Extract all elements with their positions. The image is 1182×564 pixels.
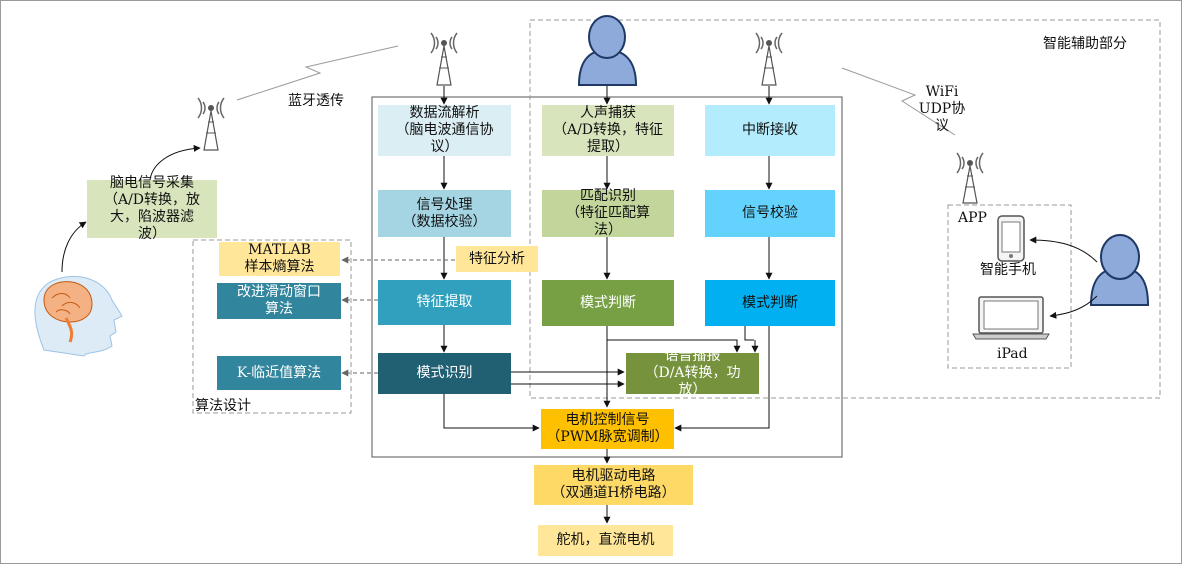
- ipad-icon: [972, 296, 1050, 340]
- antenna-icon-app: [956, 152, 984, 204]
- smartphone-icon: [997, 215, 1025, 262]
- sliding-window-box: 改进滑动窗口 算法: [217, 283, 341, 319]
- motor-drive-box: 电机驱动电路 （双通道H桥电路）: [534, 465, 693, 505]
- match-box: 匹配识别 （特征匹配算 法）: [542, 188, 674, 238]
- matlab-box: MATLAB 样本熵算法: [219, 242, 340, 276]
- eeg-acquire-box: 脑电信号采集 （A/D转换，放 大，陷波器滤 波）: [87, 175, 217, 242]
- knn-box: K-临近值算法: [217, 356, 341, 390]
- motors-box: 舵机，直流电机: [538, 525, 673, 556]
- antenna-icon-parse: [430, 32, 458, 86]
- antenna-icon-left: [197, 97, 225, 151]
- antenna-icon-interrupt: [755, 32, 783, 86]
- brain-head-icon: [34, 275, 123, 357]
- person-icon-voice: [577, 15, 638, 86]
- bluetooth-link-bolt: [236, 45, 399, 101]
- phone-label: 智能手机: [980, 262, 1036, 278]
- head-to-acquire-arrow: [61, 221, 87, 273]
- interrupt-box: 中断接收: [705, 105, 835, 156]
- motor-ctrl-box: 电机控制信号 （PWM脉宽调制）: [541, 409, 674, 449]
- app-devices-region: [947, 204, 1072, 369]
- wifi-label: WiFi UDP协议: [918, 84, 966, 134]
- feature-analysis-box: 特征分析: [456, 246, 538, 272]
- bluetooth-label: 蓝牙透传: [288, 93, 344, 109]
- ipad-label: iPad: [997, 346, 1028, 362]
- mode-judge-1-box: 模式判断: [542, 280, 674, 326]
- voice-play-box: 语音播报 （D/A转换，功 放）: [626, 348, 759, 398]
- feature-extract-box: 特征提取: [378, 280, 511, 325]
- smart-assist-region-label: 智能辅助部分: [1043, 36, 1127, 52]
- app-label: APP: [958, 210, 987, 226]
- mode-recog-box: 模式识别: [378, 353, 511, 394]
- signal-proc-box: 信号处理 （数据校验）: [378, 190, 511, 237]
- mode-judge-2-box: 模式判断: [705, 280, 835, 326]
- wifi-link-bolt: [841, 67, 956, 136]
- acquire-to-antenna-arrow: [149, 144, 201, 181]
- signal-check-box: 信号校验: [705, 190, 835, 237]
- algorithm-region-label: 算法设计: [195, 398, 251, 414]
- person-icon-user: [1089, 234, 1150, 306]
- parse-box: 数据流解析 （脑电波通信协 议）: [378, 105, 511, 156]
- voice-capture-box: 人声捕获 （A/D转换，特征 提取）: [542, 105, 674, 156]
- algorithm-region: [192, 239, 352, 414]
- smart-assist-region: [529, 19, 1161, 399]
